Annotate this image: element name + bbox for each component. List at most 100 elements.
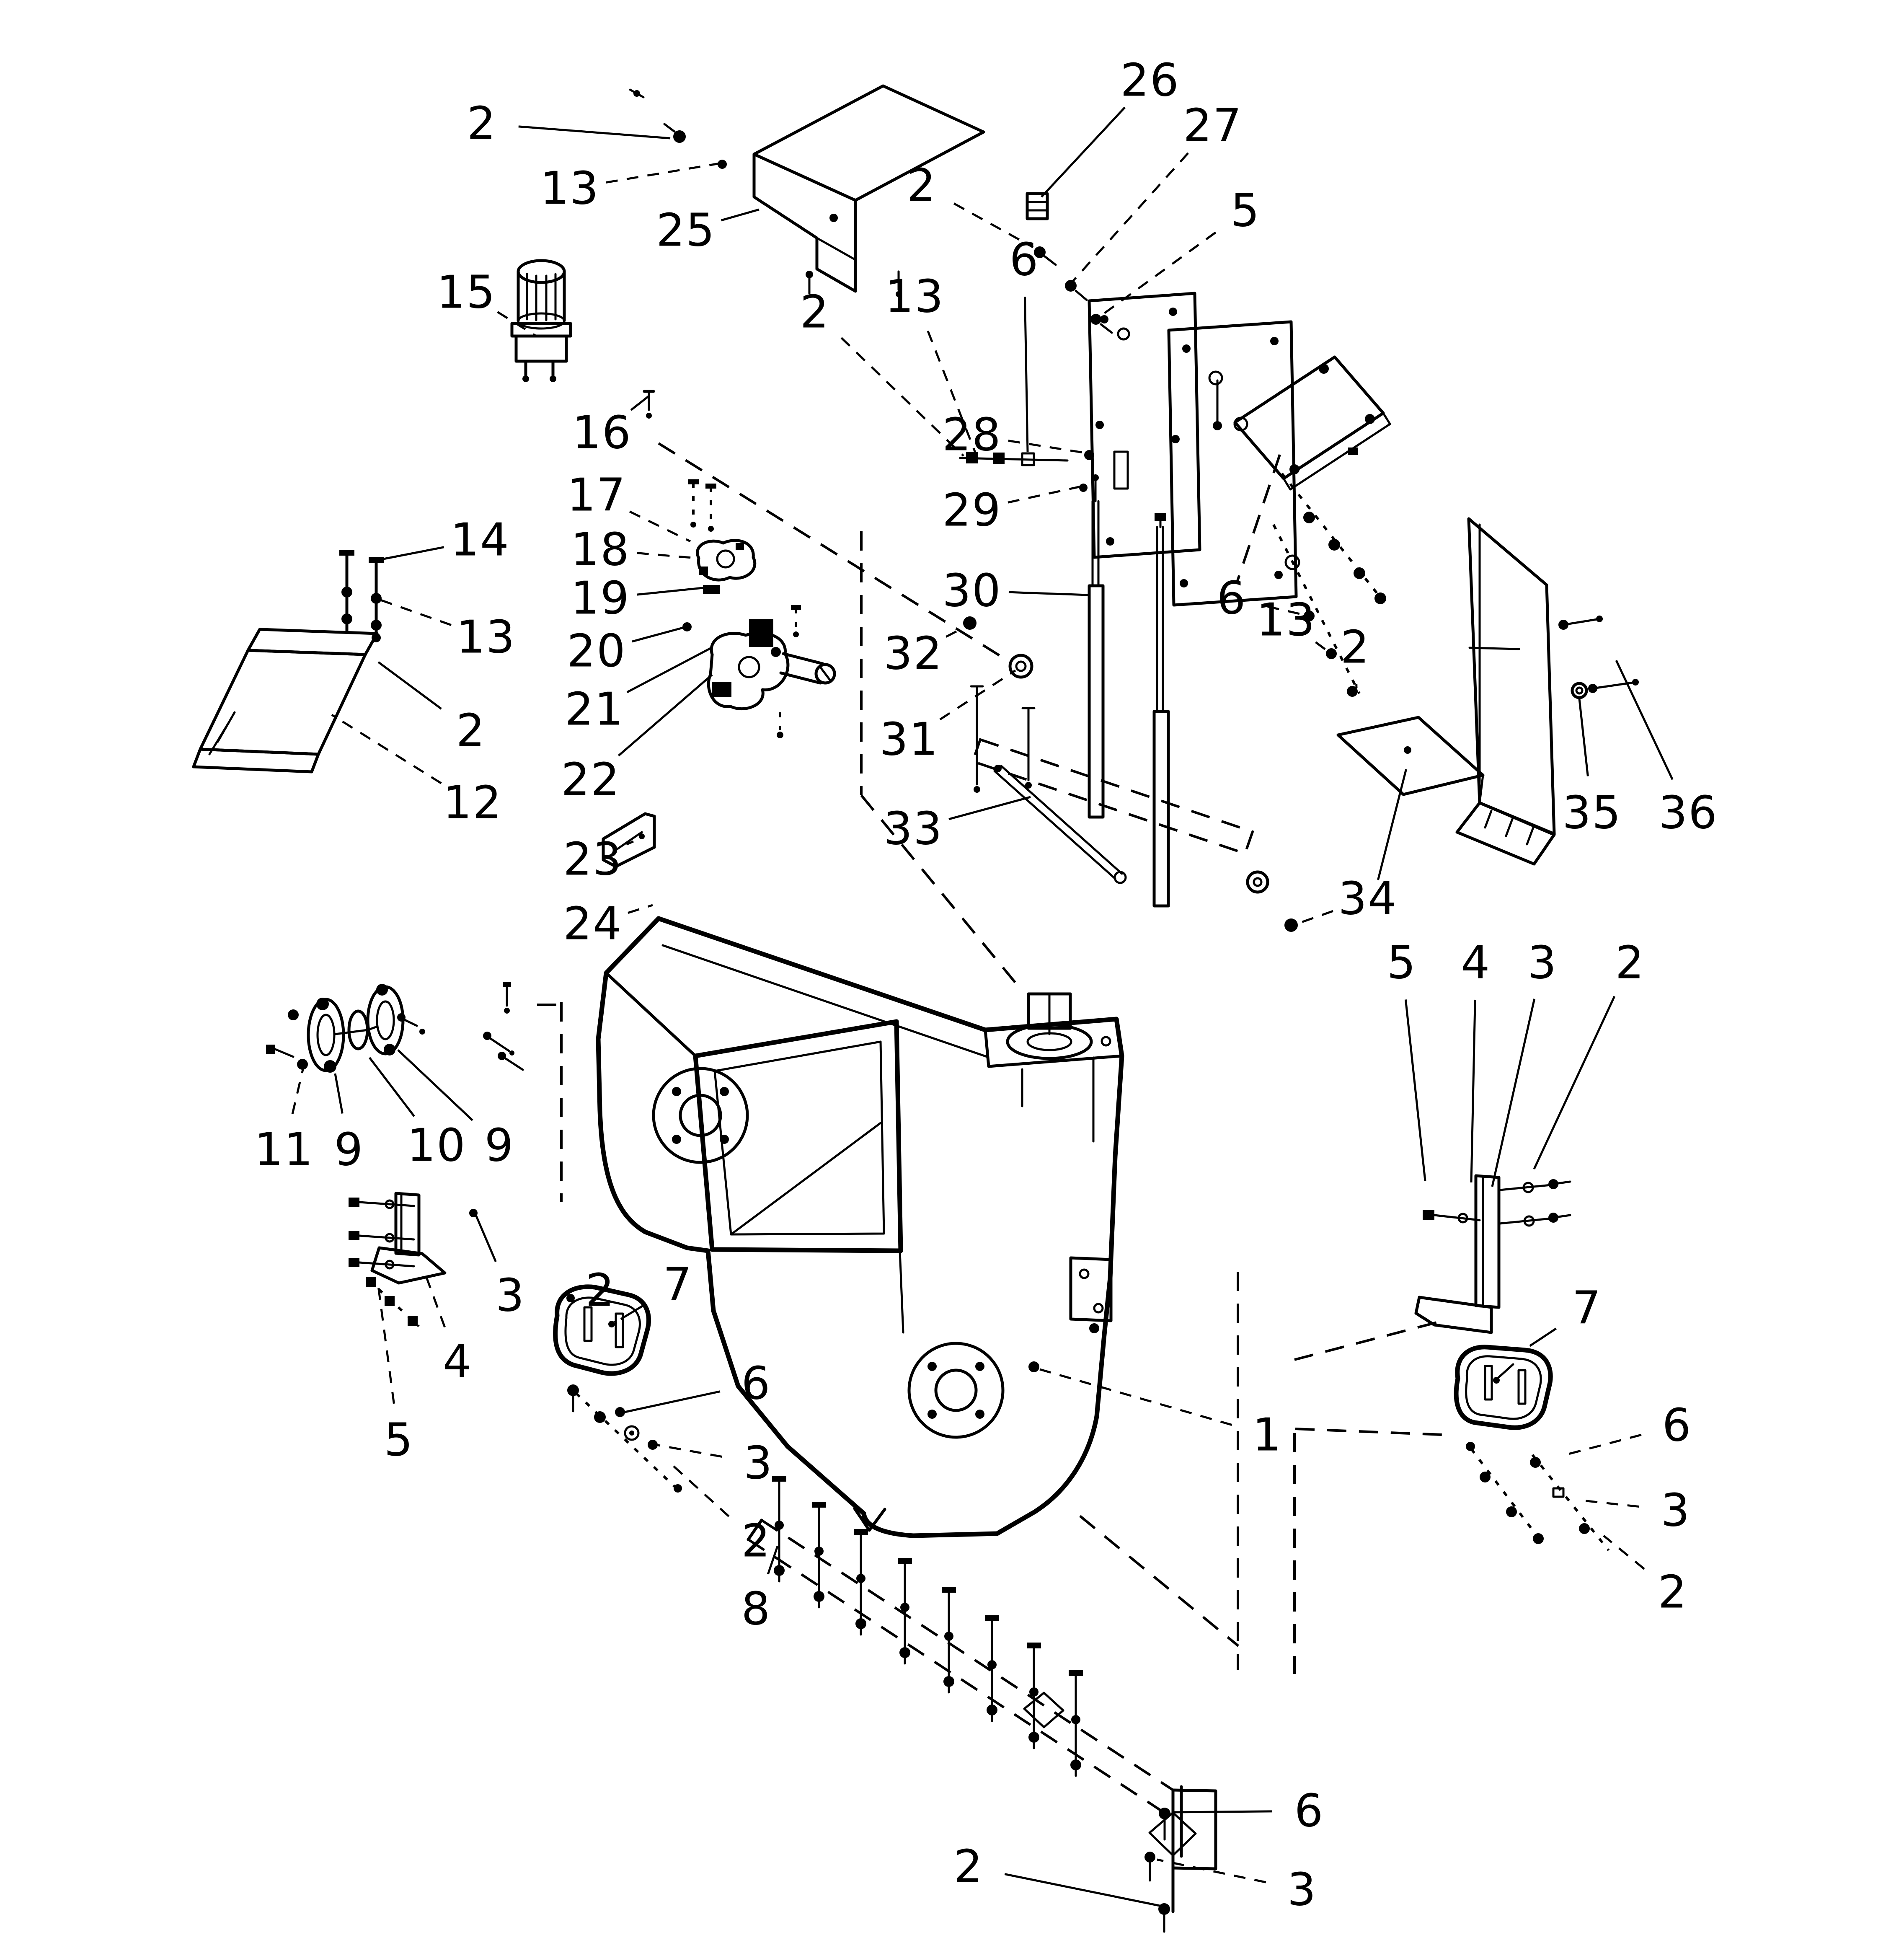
part-number-2: 2 [907,160,937,212]
phantom-construction-lines [537,442,1444,1674]
part-number-25: 25 [656,204,715,257]
leader-line-11 [291,1067,305,1114]
jack-rod-right [1152,513,1170,908]
callout-6: 6 [1217,572,1306,625]
part-number-29: 29 [942,484,1001,537]
part-number-2: 2 [586,1265,615,1317]
leader-line-31 [939,669,1016,721]
leader-line-16 [630,395,650,411]
callout-13: 13 [885,271,977,455]
callout-15: 15 [437,266,537,337]
leader-line-28 [1008,440,1089,455]
leader-line-22 [617,674,713,757]
part-number-28: 28 [942,409,1001,461]
callout-24: 24 [563,898,653,950]
swivel-deck [1006,992,1111,1060]
part-number-35: 35 [1562,787,1621,839]
left-stud-bolts [339,550,384,642]
callout-21: 21 [565,646,713,736]
part-number-5: 5 [384,1414,414,1467]
part-number-21: 21 [565,683,624,736]
leader-line-35 [1578,698,1589,776]
leader-line-2 [377,661,442,710]
beacon-light [510,259,572,382]
leader-line-26 [1041,106,1126,198]
leader-line-27 [1072,152,1189,282]
leader-line-6 [1173,1810,1273,1813]
left-roller-set [266,982,524,1073]
callout-32: 32 [884,624,969,680]
part-number-9: 9 [334,1124,364,1176]
callout-36: 36 [1615,660,1717,839]
part-number-4: 4 [443,1336,473,1388]
part-number-30: 30 [942,565,1001,617]
part-number-24: 24 [563,898,622,950]
callout-2: 2 [669,1462,770,1568]
callout-6: 6 [620,1358,770,1414]
callout-30: 30 [942,565,1089,617]
callout-35: 35 [1562,698,1621,839]
callout-13: 13 [1256,594,1330,653]
leader-line-7 [1529,1327,1557,1347]
part-number-6: 6 [1662,1400,1692,1452]
leader-line-7 [620,1303,647,1320]
part-number-33: 33 [884,803,943,855]
mount-plate-23 [602,812,656,868]
part-number-18: 18 [571,524,630,576]
leader-line-10 [369,1057,415,1117]
part-number-6: 6 [1217,572,1247,625]
callout-18: 18 [571,524,697,576]
callout-20: 20 [567,625,687,678]
callout-5: 5 [377,1283,414,1467]
right-boot-7 [1454,1345,1610,1551]
leader-line-30 [1008,591,1089,596]
callout-2: 2 [1603,1535,1687,1619]
callout-2: 2 [1341,621,1369,688]
callout-23: 23 [563,833,634,886]
part-number-9: 9 [485,1120,514,1172]
part-number-3: 3 [744,1437,773,1490]
leader-line-2 [1533,996,1616,1170]
leader-line-2 [669,1462,730,1517]
part-number-10: 10 [407,1120,466,1172]
part-number-34: 34 [1338,873,1397,925]
callout-7: 7 [620,1259,692,1320]
leader-line-17 [629,510,691,543]
callout-5: 5 [1101,185,1261,316]
part-number-22: 22 [561,754,620,806]
part-number-14: 14 [450,514,509,567]
part-number-5: 5 [1387,937,1417,989]
callout-31: 31 [879,669,1016,766]
leader-line-20 [632,626,687,643]
leader-line-36 [1615,660,1674,780]
callout-6: 6 [1173,1785,1323,1837]
callout-1: 1 [1039,1368,1281,1462]
callout-26: 26 [1041,54,1179,198]
left-skid-bracket [349,1192,478,1327]
part-number-5: 5 [1231,185,1261,237]
leader-line-6 [1267,605,1306,616]
part-number-2: 2 [800,286,830,339]
leader-line-33 [948,796,1031,820]
callout-9: 9 [397,1049,514,1172]
callout-19: 19 [571,572,708,625]
bar-end-plate [1144,1785,1217,1933]
part-number-11: 11 [254,1124,313,1176]
callout-6: 6 [1010,234,1038,452]
callout-16: 16 [572,395,650,459]
part-number-3: 3 [496,1270,525,1322]
callout-4: 4 [1461,937,1490,1183]
callout-13: 13 [378,598,515,664]
leader-line-2 [840,337,964,457]
leader-line-21 [626,646,713,693]
leader-line-14 [379,546,444,561]
leader-line-6 [620,1390,721,1414]
leader-line-9 [397,1049,473,1121]
part-number-31: 31 [879,714,938,766]
jack-rod-left [1088,474,1105,819]
part-number-3: 3 [1661,1485,1691,1537]
part-number-32: 32 [884,628,943,680]
